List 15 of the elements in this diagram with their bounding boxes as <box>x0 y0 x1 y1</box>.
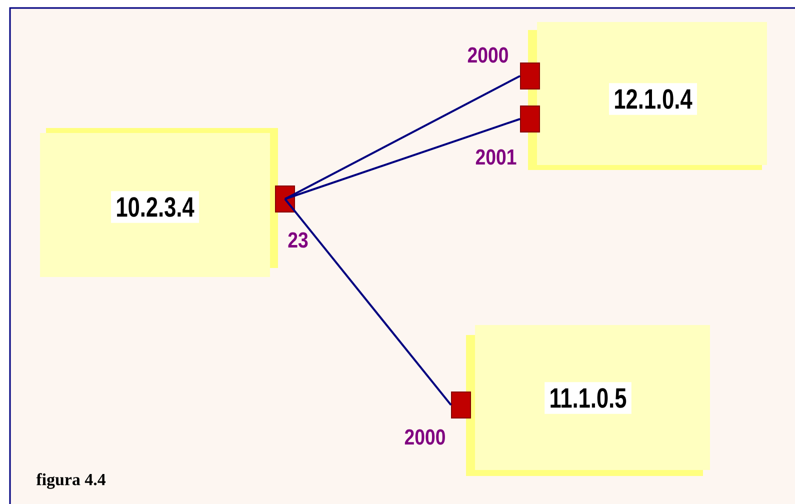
port-number: 2000 <box>404 429 445 445</box>
port-square <box>451 392 471 418</box>
port-square <box>520 62 540 90</box>
caption: figura 4.4 <box>36 473 106 489</box>
connector-line <box>284 198 452 406</box>
port-number: 2000 <box>468 47 508 63</box>
connector-line <box>284 75 520 200</box>
port-number: 23 <box>288 232 308 248</box>
port-square <box>520 106 540 132</box>
port-number: 2001 <box>476 149 516 165</box>
host-box: 12.1.0.4 <box>528 22 767 170</box>
host-box: 11.1.0.5 <box>466 325 710 476</box>
port-square <box>275 186 295 212</box>
connector-line <box>284 118 520 200</box>
host-box: 10.2.3.4 <box>40 128 278 277</box>
